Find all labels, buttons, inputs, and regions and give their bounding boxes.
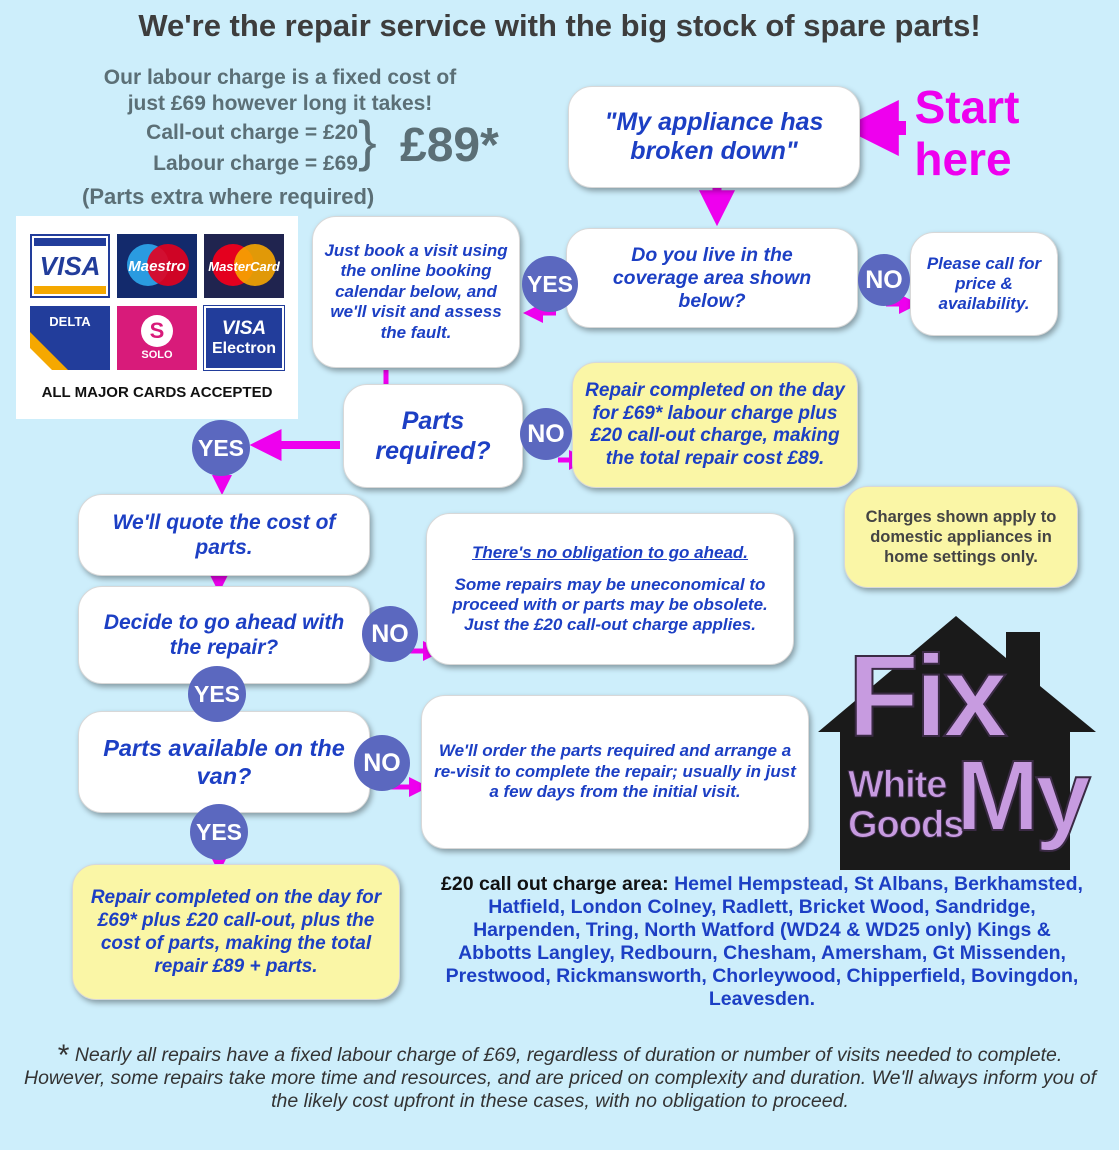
parts-yes-badge: YES bbox=[192, 420, 250, 476]
page-title: We're the repair service with the big st… bbox=[138, 8, 981, 43]
quote-parts-box: We'll quote the cost of parts. bbox=[78, 494, 370, 576]
visa-label: VISA bbox=[39, 250, 101, 281]
book-visit-box: Just book a visit using the online booki… bbox=[312, 216, 520, 368]
footnote-text: Nearly all repairs have a fixed labour c… bbox=[23, 1044, 1097, 1112]
callout-charge: Call-out charge = £20 bbox=[146, 121, 358, 144]
van-yes-badge: YES bbox=[190, 804, 248, 860]
coverage-question-box: Do you live in the coverage area shown b… bbox=[566, 228, 858, 328]
delta-card-icon: DELTA bbox=[30, 306, 110, 370]
cards-caption: ALL MAJOR CARDS ACCEPTED bbox=[41, 384, 273, 401]
callout-area-text: £20 call out charge area: Hemel Hempstea… bbox=[438, 873, 1086, 1011]
mastercard-icon: MasterCard bbox=[204, 234, 284, 298]
mastercard-label: MasterCard bbox=[208, 258, 280, 274]
solo-card-icon: S SOLO bbox=[117, 306, 197, 370]
visa-electron-label-2: Electron bbox=[211, 340, 276, 357]
parts-on-van-box: Parts available on the van? bbox=[78, 711, 370, 813]
parts-no-badge: NO bbox=[520, 408, 572, 460]
logo-fix: Fix bbox=[847, 631, 1009, 761]
labour-charge: Labour charge = £69 bbox=[153, 152, 358, 175]
parts-extra: (Parts extra where required) bbox=[82, 184, 375, 209]
repair-no-parts-box: Repair completed on the day for £69* lab… bbox=[572, 362, 858, 488]
start-here-line-2: here bbox=[914, 133, 1012, 185]
call-for-price-box: Please call for price & availability. bbox=[910, 232, 1058, 336]
logo-goods: Goods bbox=[847, 804, 964, 846]
brace: } bbox=[358, 109, 377, 172]
logo-my: My bbox=[955, 740, 1092, 852]
solo-swirl-icon: S bbox=[141, 315, 173, 347]
order-parts-box: We'll order the parts required and arran… bbox=[421, 695, 809, 849]
footnote-star: * bbox=[57, 1039, 70, 1072]
no-obligation-body: Some repairs may be uneconomical to proc… bbox=[452, 575, 768, 634]
visa-card-icon: VISA bbox=[30, 234, 110, 298]
callout-area-towns: Hemel Hempstead, St Albans, Berkhamsted,… bbox=[445, 873, 1083, 1010]
appliance-broken-box: "My appliance has broken down" bbox=[568, 86, 860, 188]
parts-required-box: Parts required? bbox=[343, 384, 523, 488]
fix-my-white-goods-logo: Fix White Goods My bbox=[814, 612, 1098, 876]
coverage-yes-badge: YES bbox=[522, 256, 578, 312]
total-price: £89* bbox=[400, 119, 499, 172]
visa-electron-card-icon: VISA Electron bbox=[203, 305, 285, 371]
no-obligation-box: There's no obligation to go ahead. Some … bbox=[426, 513, 794, 665]
logo-white: White bbox=[847, 764, 947, 806]
decide-no-badge: NO bbox=[362, 606, 418, 662]
solo-label: SOLO bbox=[141, 349, 173, 361]
payment-cards-panel: VISA Maestro MasterCard DELTA S SOLO VIS… bbox=[16, 216, 298, 419]
repair-with-parts-box: Repair completed on the day for £69* plu… bbox=[72, 864, 400, 1000]
maestro-label: Maestro bbox=[128, 257, 186, 275]
start-here-line-1: Start bbox=[914, 81, 1020, 133]
footnote: * Nearly all repairs have a fixed labour… bbox=[20, 1041, 1100, 1113]
callout-area-label: £20 call out charge area: bbox=[441, 873, 669, 895]
van-no-badge: NO bbox=[354, 735, 410, 791]
domestic-only-note: Charges shown apply to domestic applianc… bbox=[844, 486, 1078, 588]
decide-yes-badge: YES bbox=[188, 666, 246, 722]
pricing-line-1: Our labour charge is a fixed cost of bbox=[103, 66, 457, 89]
pricing-line-2: just £69 however long it takes! bbox=[127, 92, 433, 115]
no-obligation-title: There's no obligation to go ahead. bbox=[471, 543, 749, 562]
house-icon bbox=[818, 616, 1096, 870]
delta-label: DELTA bbox=[49, 314, 91, 329]
maestro-card-icon: Maestro bbox=[117, 234, 197, 298]
coverage-no-badge: NO bbox=[858, 254, 910, 306]
visa-electron-label-1: VISA bbox=[221, 318, 267, 339]
